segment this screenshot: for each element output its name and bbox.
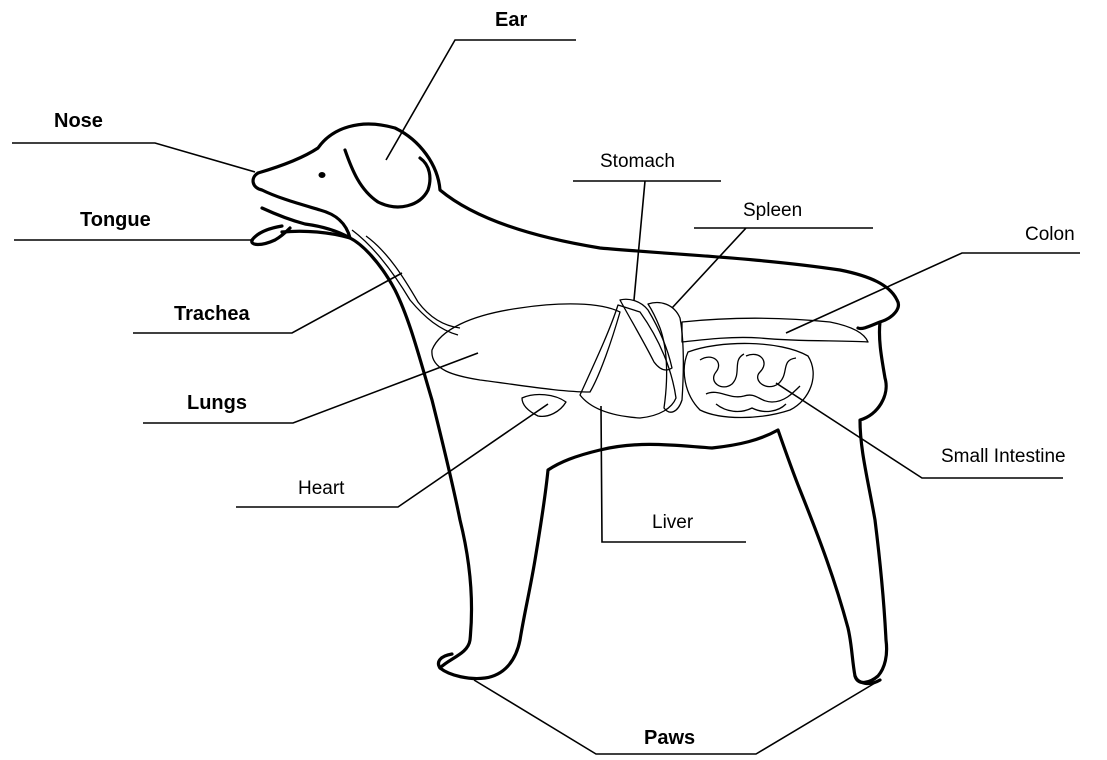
- small-intestine-coil-1: [700, 354, 744, 387]
- stomach-label: Stomach: [600, 151, 675, 172]
- spleen-label: Spleen: [743, 200, 802, 221]
- lungs-label: Lungs: [187, 392, 247, 414]
- liver-shape: [580, 305, 676, 418]
- colon-label: Colon: [1025, 224, 1075, 245]
- tongue-label: Tongue: [80, 209, 151, 231]
- small-intestine-label: Small Intestine: [941, 446, 1066, 467]
- dog-tail-outline: [858, 322, 880, 329]
- small-intestine-coil-3: [706, 386, 800, 402]
- nose-label: Nose: [54, 110, 103, 132]
- stomach-shape: [620, 299, 672, 370]
- heart-leader-line: [236, 404, 548, 507]
- trachea-label: Trachea: [174, 303, 250, 325]
- dog-tongue-outline: [252, 226, 290, 245]
- small-intestine-coil-2: [746, 354, 796, 386]
- colon-shape: [682, 318, 868, 342]
- stomach-leader-line: [573, 181, 721, 300]
- paws-label: Paws: [644, 727, 695, 749]
- ear-label: Ear: [495, 9, 527, 31]
- trachea-shape-inner: [366, 236, 460, 328]
- dog-body-outline: [258, 124, 898, 682]
- leader-lines: [12, 40, 1080, 754]
- small-intestine-coil-4: [716, 404, 786, 411]
- nose-leader-line: [12, 143, 255, 172]
- heart-shape: [522, 395, 566, 417]
- spleen-leader-line: [672, 228, 873, 308]
- heart-label: Heart: [298, 478, 345, 499]
- liver-label: Liver: [652, 512, 694, 533]
- lungs-shape: [432, 304, 620, 392]
- labels: Ear Nose Tongue Trachea Lungs Heart Stom…: [54, 9, 1075, 749]
- colon-leader-line: [786, 253, 1080, 333]
- dog-eye: [319, 172, 326, 178]
- trachea-shape: [352, 230, 458, 335]
